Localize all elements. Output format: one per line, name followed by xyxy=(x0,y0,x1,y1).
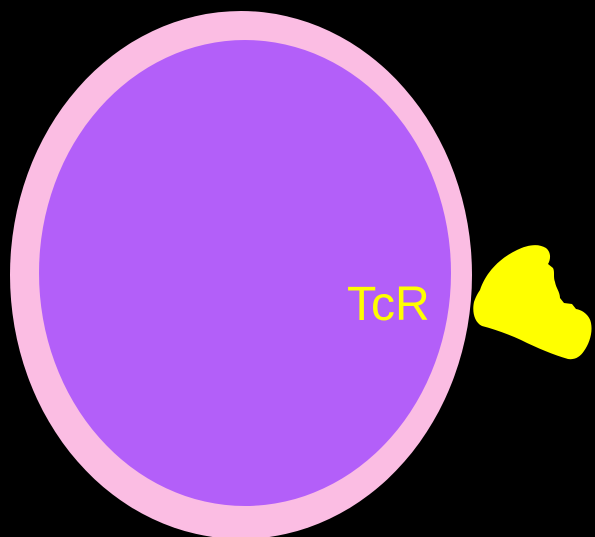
tcr-label: TcR xyxy=(347,278,430,331)
cell-cytoplasm xyxy=(39,40,451,506)
antigen-blob xyxy=(473,245,592,360)
